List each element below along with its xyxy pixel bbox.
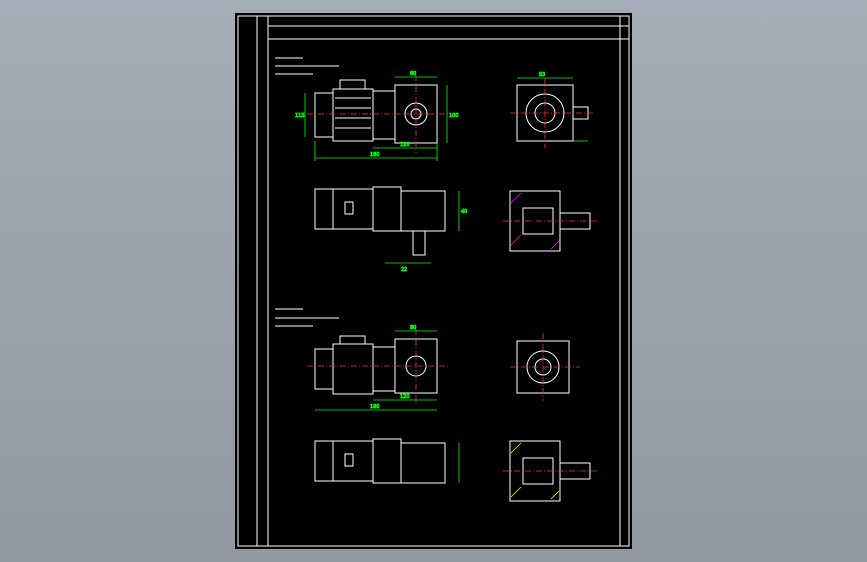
drawing-sheet[interactable]: 180 120 80 115 100 53 <box>235 13 632 549</box>
motor-body <box>332 88 374 142</box>
lower-hatch-1 <box>510 442 522 454</box>
upper-plan-dims: 40 22 <box>385 191 468 273</box>
dim-text-height: 115 <box>295 113 305 119</box>
lower-front-dims: 180 120 80 <box>315 325 437 411</box>
lower-front-centerlines <box>307 329 450 405</box>
lower-dim-text-overall: 180 <box>370 404 380 410</box>
hatch-3 <box>550 240 560 250</box>
hatch-1 <box>510 192 522 204</box>
lower-dim-text-partial: 120 <box>400 394 410 400</box>
upper-front-dims: 180 120 80 115 100 <box>295 71 459 161</box>
lower-front-view <box>314 335 438 395</box>
upper-notes <box>275 57 339 75</box>
outer-border <box>237 15 630 547</box>
lower-plan-view <box>314 438 446 484</box>
lower-fan-cover <box>314 348 334 390</box>
lower-terminal-box <box>339 335 366 345</box>
lower-gearbox-body <box>372 346 396 392</box>
dim-text-top: 80 <box>410 71 416 77</box>
dim-text-overall: 180 <box>370 152 380 158</box>
lower-dim-text-top: 80 <box>410 325 416 331</box>
lower-plan-terminal <box>344 453 354 467</box>
dim-text-right: 100 <box>449 113 459 119</box>
lower-plan-fan <box>314 440 334 482</box>
plan-fan-cover <box>314 188 334 230</box>
plan-dim-text: 40 <box>461 209 467 215</box>
upper-end-centerlines <box>510 78 595 148</box>
upper-front-centerlines <box>307 75 450 153</box>
plan-housing <box>400 190 446 232</box>
motor-terminal-box <box>339 79 366 90</box>
lower-end-centerlines <box>510 333 580 401</box>
drawing-frame <box>237 15 630 547</box>
upper-front-view <box>314 79 438 144</box>
lower-motor-body <box>332 343 374 395</box>
lower-hatch-2 <box>510 486 522 498</box>
motor-fan-cover <box>314 92 334 138</box>
upper-end-dims: 53 <box>517 72 588 142</box>
lower-section-hatch <box>510 442 560 500</box>
plan-gearbox <box>372 186 402 232</box>
end-dim-text: 53 <box>539 72 545 78</box>
plan-output-shaft <box>412 230 426 256</box>
lower-notes <box>275 308 339 327</box>
upper-plan-view <box>314 186 446 256</box>
gearbox-body <box>372 90 396 140</box>
hatch-2 <box>510 234 522 246</box>
lower-plan-housing <box>400 442 446 484</box>
plan-terminal <box>344 201 354 215</box>
lower-hatch-3 <box>550 490 560 500</box>
cad-drawing: 180 120 80 115 100 53 <box>237 15 630 547</box>
lower-plan-gearbox <box>372 438 402 484</box>
upper-section-hatch <box>510 192 560 250</box>
plan-dim-text-b: 22 <box>401 267 407 273</box>
dim-text-partial: 120 <box>400 142 410 148</box>
